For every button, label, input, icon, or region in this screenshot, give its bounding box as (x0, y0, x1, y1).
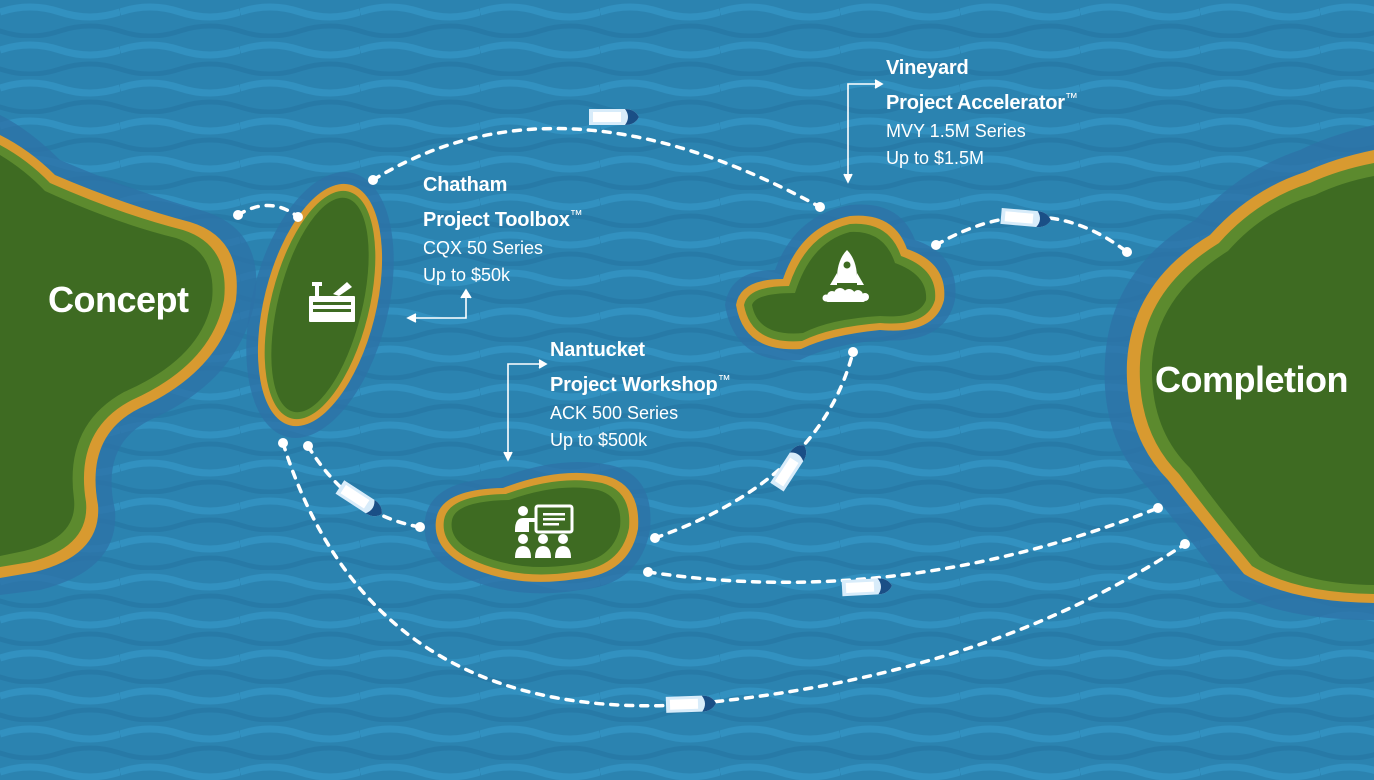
callout-arrows (406, 79, 884, 462)
route-endpoints (233, 175, 1190, 577)
boat-icon (589, 109, 639, 125)
chatham-name: Chatham (423, 174, 508, 196)
completion-label: Completion (1155, 359, 1348, 400)
nantucket-name: Nantucket (550, 339, 645, 361)
vineyard-program: Project Accelerator™ (886, 90, 1078, 114)
route-chatham-vineyard (371, 126, 822, 209)
chatham-limit: Up to $50k (423, 265, 511, 285)
vineyard-callout: Vineyard Project Accelerator™ MVY 1.5M S… (886, 54, 1078, 172)
route-nantucket-completion (646, 506, 1160, 585)
rocket-icon (822, 250, 869, 302)
vineyard-series: MVY 1.5M Series (886, 121, 1026, 141)
nantucket-series: ACK 500 Series (550, 403, 679, 423)
nantucket-program: Project Workshop™ (550, 372, 731, 396)
chatham-program: Project Toolbox™ (423, 207, 583, 231)
vineyard-callout-arrow (847, 83, 881, 180)
vineyard-name: Vineyard (886, 57, 969, 79)
vineyard-limit: Up to $1.5M (886, 148, 985, 168)
toolbox-icon (309, 282, 355, 322)
concept-landmass (0, 115, 257, 595)
nantucket-limit: Up to $500k (550, 430, 648, 450)
completion-landmass (1104, 125, 1374, 620)
nantucket-callout: Nantucket Project Workshop™ ACK 500 Seri… (550, 336, 731, 454)
route-chatham-completion (281, 441, 1187, 708)
chatham-series: CQX 50 Series (423, 238, 544, 258)
route-concept-chatham (236, 203, 300, 219)
concept-label: Concept (48, 279, 189, 320)
boat-icon (665, 695, 717, 713)
nantucket-callout-arrow (507, 363, 545, 458)
workshop-icon (515, 504, 574, 558)
chatham-callout: Chatham Project Toolbox™ CQX 50 Series U… (423, 171, 583, 289)
chatham-callout-arrow (410, 296, 467, 319)
